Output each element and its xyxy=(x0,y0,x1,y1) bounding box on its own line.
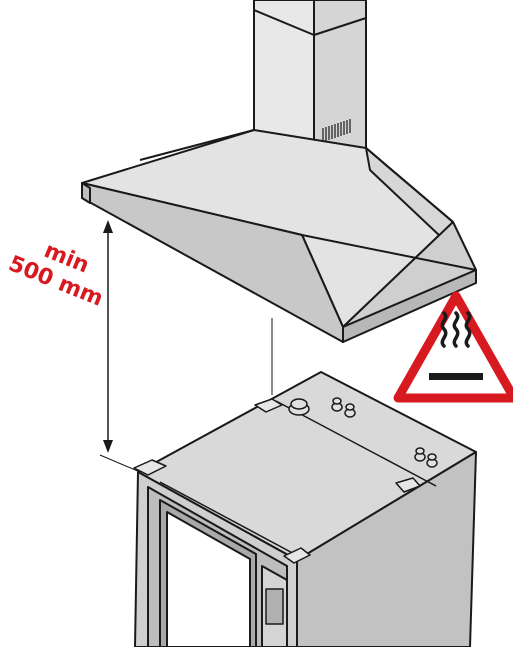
control-panel xyxy=(261,565,288,647)
oven-top-fittings xyxy=(288,397,438,468)
extraction-hood xyxy=(81,0,477,343)
vent-grille xyxy=(322,119,351,142)
hood-canopy xyxy=(81,129,477,343)
oven-unit xyxy=(133,371,477,647)
dimension-arrow-top xyxy=(103,220,113,233)
oven-door xyxy=(147,486,288,647)
hood-chimney xyxy=(253,0,367,166)
oven-corner-brackets xyxy=(133,398,421,564)
dimension-arrow-bottom xyxy=(103,440,113,453)
extension-line-oven xyxy=(99,454,141,473)
hot-surface-warning-icon xyxy=(393,291,513,403)
